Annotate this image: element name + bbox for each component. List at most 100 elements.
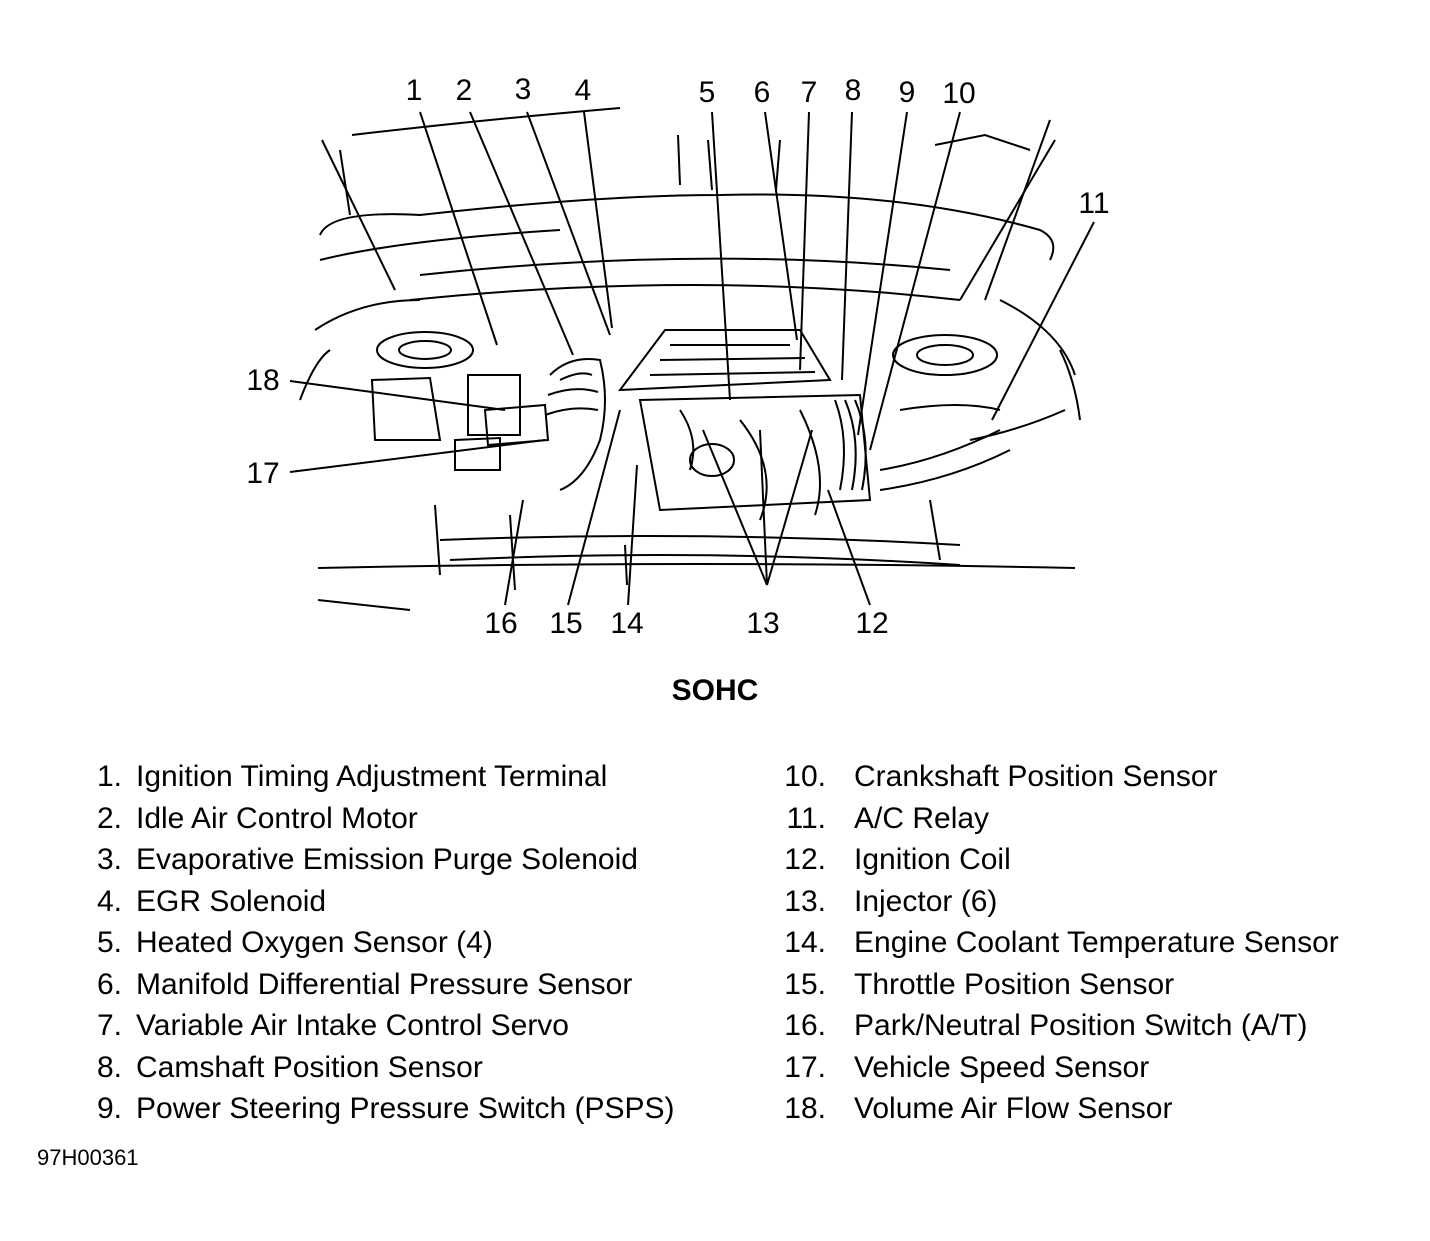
leader-line-15 [567,409,621,606]
legend-item: 7. Variable Air Intake Control Servo [60,1005,675,1047]
callout-9: 9 [899,76,916,109]
legend-item: 14. Engine Coolant Temperature Sensor [776,922,1339,964]
leader-line-6 [764,111,798,341]
legend-number: 17. [784,1050,826,1084]
legend-number: 18. [784,1092,826,1125]
engine-bay-drawing [299,107,1081,611]
callout-17: 17 [246,457,279,490]
callout-6: 6 [754,76,771,109]
callout-18: 18 [246,364,279,397]
legend-item: 12. Ignition Coil [776,839,1339,881]
legend-number: 3. [96,843,122,876]
legend-number: 13. [784,884,826,918]
legend-list-right: 10. Crankshaft Position Sensor 11. A/C Rel… [776,756,1339,1130]
legend-item: 10. Crankshaft Position Sensor [776,756,1339,798]
legend-label: Ignition Timing Adjustment Terminal [136,760,608,793]
leader-line-3 [526,111,611,336]
leader-line-5 [711,111,731,401]
legend-number: 5. [96,926,122,959]
legend-item: 13. Injector (6) [776,881,1339,923]
legend-label: Crankshaft Position Sensor [854,760,1218,793]
legend-item: 4. EGR Solenoid [60,881,675,923]
callout-14: 14 [610,607,643,640]
legend-item: 15. Throttle Position Sensor [776,964,1339,1006]
legend-number: 2. [96,801,122,835]
legend-item: 18. Volume Air Flow Sensor [776,1088,1339,1130]
callout-7: 7 [801,76,818,109]
legend-number: 11. [786,801,826,835]
legend-label: Power Steering Pressure Switch (PSPS) [136,1092,675,1125]
leader-line-8 [841,111,853,381]
callout-3: 3 [515,73,532,106]
callout-1: 1 [406,74,423,107]
legend-number: 7. [96,1009,122,1042]
callout-12: 12 [855,607,888,640]
callout-16: 16 [484,607,517,640]
callout-4: 4 [575,74,592,107]
legend-number: 1. [96,760,122,793]
legend-label: Variable Air Intake Control Servo [136,1009,569,1042]
callout-2: 2 [456,74,473,107]
leader-line-1 [419,111,498,346]
leader-line-13b [759,429,768,586]
legend-item: 2. Idle Air Control Motor [60,798,675,840]
callout-5: 5 [699,76,716,109]
legend-label: Heated Oxygen Sensor (4) [136,926,493,959]
callout-8: 8 [845,74,862,107]
legend-label: EGR Solenoid [136,884,327,918]
legend-label: Camshaft Position Sensor [136,1050,483,1084]
figure-id: 97H00361 [37,1145,139,1170]
legend-item: 16. Park/Neutral Position Switch (A/T) [776,1005,1339,1047]
legend-number: 12. [784,843,826,876]
legend-number: 4. [96,884,122,918]
legend-number: 10. [784,760,826,793]
legend-item: 17. Vehicle Speed Sensor [776,1047,1339,1089]
callout-11: 11 [1078,187,1109,220]
callout-labels: 1 2 3 4 5 6 7 8 9 10 11 12 13 14 15 16 1… [246,73,1109,640]
legend-label: Injector (6) [854,884,998,918]
leader-line-10 [869,111,961,451]
leader-line-9 [857,111,908,436]
legend-item: 11. A/C Relay [776,798,1339,840]
leader-line-2 [469,111,574,356]
leader-lines [289,111,1095,606]
legend-label: Engine Coolant Temperature Sensor [854,926,1339,959]
legend-label: Manifold Differential Pressure Sensor [136,967,633,1001]
legend-item: 8. Camshaft Position Sensor [60,1047,675,1089]
legend-number: 14. [784,926,826,959]
legend-number: 9. [96,1092,122,1125]
legend-label: Ignition Coil [854,843,1011,876]
legend-label: Vehicle Speed Sensor [854,1050,1150,1084]
callout-10: 10 [942,77,975,110]
legend-label: Volume Air Flow Sensor [854,1092,1173,1125]
legend-number: 6. [96,967,122,1001]
leader-line-11 [991,221,1095,421]
engine-compartment-diagram: 1 2 3 4 5 6 7 8 9 10 11 12 13 14 15 16 1… [246,73,1109,640]
legend-number: 15. [784,967,826,1001]
diagram-caption: SOHC [671,674,759,707]
leader-line-12 [827,489,871,606]
legend-item: 9. Power Steering Pressure Switch (PSPS) [60,1088,675,1130]
callout-15: 15 [549,607,582,640]
legend-label: A/C Relay [854,801,990,835]
legend-item: 3. Evaporative Emission Purge Solenoid [60,839,675,881]
leader-line-7 [799,111,810,371]
leader-line-14 [627,464,638,606]
legend-item: 6. Manifold Differential Pressure Sensor [60,964,675,1006]
legend-label: Throttle Position Sensor [854,967,1175,1001]
legend-label: Park/Neutral Position Switch (A/T) [854,1009,1308,1042]
callout-13: 13 [746,607,779,640]
legend-item: 1. Ignition Timing Adjustment Terminal [60,756,675,798]
leader-line-13a [702,429,768,586]
leader-line-4 [583,111,613,329]
legend-list-left: 1. Ignition Timing Adjustment Terminal 2.… [60,756,675,1130]
legend-item: 5. Heated Oxygen Sensor (4) [60,922,675,964]
legend-label: Evaporative Emission Purge Solenoid [136,843,638,876]
leader-line-16 [504,499,524,606]
legend-number: 16. [784,1009,826,1042]
leader-line-18 [289,380,506,411]
leader-line-17 [289,439,546,473]
leader-line-13c [766,429,813,586]
legend-label: Idle Air Control Motor [136,801,418,835]
legend-number: 8. [96,1050,122,1084]
